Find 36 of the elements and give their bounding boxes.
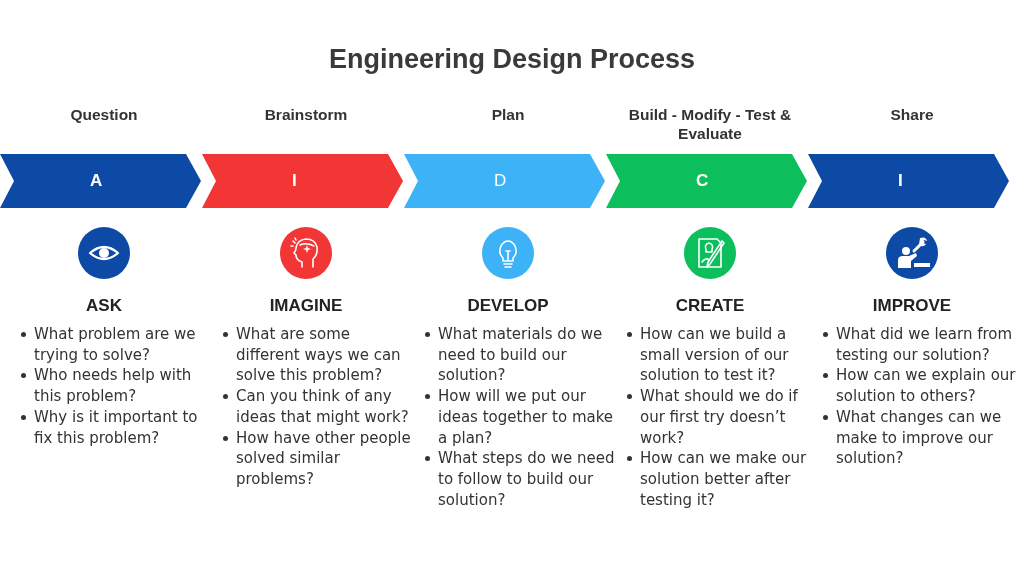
stage-letter: I — [898, 171, 903, 191]
stage-banner — [202, 154, 403, 208]
stage-letter: C — [696, 171, 709, 191]
stage-banner — [0, 154, 201, 208]
stage-heading: IMAGINE — [268, 296, 344, 316]
bullet-item: What materials do we need to build our solution? — [438, 324, 618, 387]
bullet-item: What steps do we need to follow to build our solution? — [438, 448, 618, 511]
title: Engineering Design Process — [327, 44, 697, 75]
bullet-item: Can you think of any ideas that might work? — [236, 386, 416, 428]
stage-heading: DEVELOP — [466, 296, 550, 316]
stage-letter: I — [292, 171, 297, 191]
column-header: Build - Modify - Test & Evaluate — [627, 105, 793, 143]
bullet-item: Why is it important to fix this problem? — [34, 406, 204, 449]
bullet-item: What are some different ways we can solve this problem? — [236, 324, 416, 387]
bullet-item: What should we do if our first try doesn’t work? — [640, 386, 820, 449]
bullet-item: What did we learn from testing our solution? — [836, 324, 1024, 366]
bullet-item: How can we explain our solution to others? — [836, 365, 1024, 407]
stage-banner — [808, 154, 1009, 208]
column-header: Brainstorm — [263, 105, 349, 124]
bullet-item: How have other people solved similar problems? — [236, 427, 416, 490]
bullet-item: How can we build a small version of our solution to test it? — [640, 324, 820, 387]
column-header: Share — [889, 105, 935, 124]
stage-heading: IMPROVE — [871, 296, 953, 316]
bullet-item: How will we put our ideas together to make a plan? — [438, 386, 618, 449]
stage-heading: CREATE — [674, 296, 746, 316]
bullet-item: How can we make our solution better after testing it? — [640, 448, 820, 511]
stage-letter: A — [90, 171, 103, 191]
column-header: Plan — [490, 105, 526, 124]
stage-banner — [606, 154, 807, 208]
bullet-item: What changes can we make to improve our solution? — [836, 406, 1024, 469]
stage-heading: ASK — [85, 296, 123, 316]
column-header: Question — [69, 105, 139, 124]
stage-banner — [404, 154, 605, 208]
bullet-item: Who needs help with this problem? — [34, 365, 204, 407]
stage-letter: D — [494, 171, 507, 191]
bullet-item: What problem are we trying to solve? — [34, 324, 204, 366]
